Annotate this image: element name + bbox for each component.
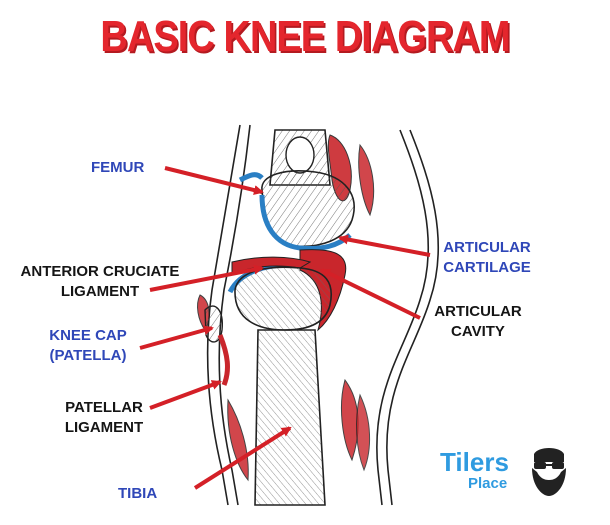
label-articular-cavity-line1: ARTICULAR xyxy=(434,303,522,320)
label-knee-cap-line2: (PATELLA) xyxy=(49,347,127,364)
arrow-knee-cap xyxy=(139,325,214,350)
label-knee-cap: KNEE CAP (PATELLA) xyxy=(38,326,138,366)
arrow-acl xyxy=(149,264,264,292)
arrow-femur xyxy=(164,166,264,195)
logo-name: Tilers xyxy=(440,447,509,477)
label-articular-cartilage: ARTICULAR CARTILAGE xyxy=(432,238,542,278)
label-articular-cartilage-line1: ARTICULAR xyxy=(443,239,531,256)
label-femur: FEMUR xyxy=(91,159,145,176)
leg-outline xyxy=(206,124,440,506)
arrow-tibia xyxy=(193,426,292,490)
label-patellar-ligament-line1: PATELLAR xyxy=(65,399,143,416)
label-articular-cavity: ARTICULAR CAVITY xyxy=(428,302,528,342)
label-articular-cartilage-line2: CARTILAGE xyxy=(443,259,531,276)
logo-sub: Place xyxy=(468,475,508,492)
femur-shape xyxy=(261,129,355,248)
label-patellar-ligament-line2: LIGAMENT xyxy=(64,419,144,436)
page-title: BASIC KNEE DIAGRAM xyxy=(100,12,510,61)
label-articular-cavity-line2: CAVITY xyxy=(451,323,505,340)
logo-face-icon xyxy=(532,448,566,496)
label-patellar-ligament: PATELLAR LIGAMENT xyxy=(54,398,154,438)
arrow-articular-cavity xyxy=(320,268,421,320)
label-knee-cap-line1: KNEE CAP xyxy=(49,327,127,344)
tibia-shape xyxy=(234,266,332,506)
label-tibia: TIBIA xyxy=(118,485,158,502)
label-acl-line2: LIGAMENT xyxy=(60,283,140,300)
arrow-articular-cartilage xyxy=(338,234,431,257)
label-acl-line1: ANTERIOR CRUCIATE xyxy=(20,263,180,280)
label-anterior-cruciate-ligament: ANTERIOR CRUCIATE LIGAMENT xyxy=(0,262,200,302)
label-arrows xyxy=(139,166,431,490)
arrow-patellar-ligament xyxy=(149,380,222,410)
